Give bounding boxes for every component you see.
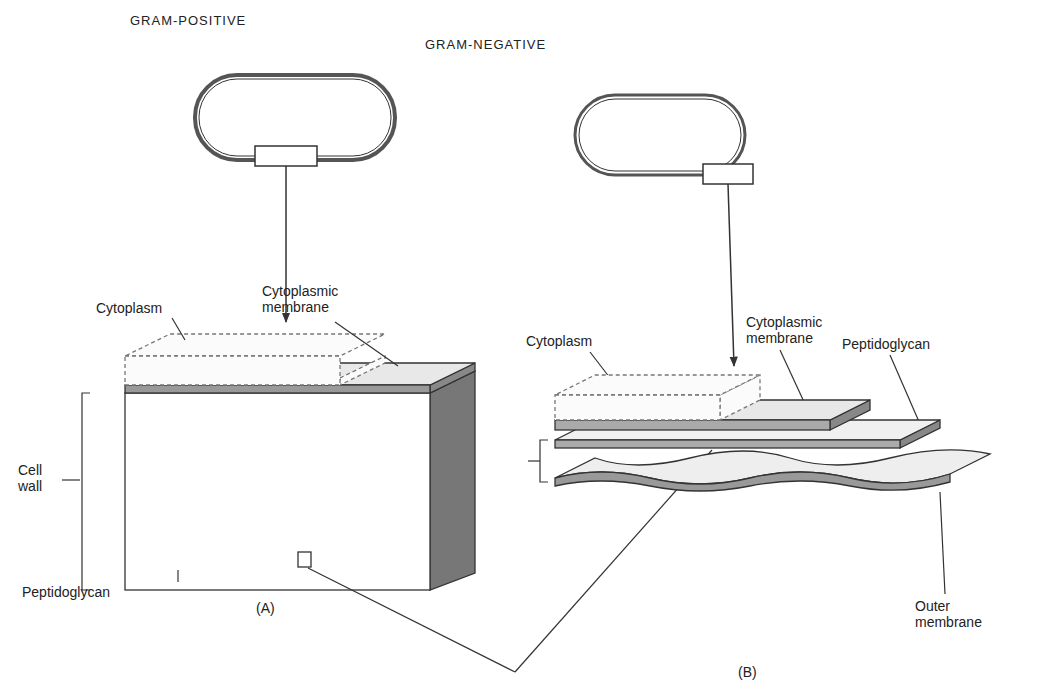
part-label: Outer membrane (915, 598, 1005, 630)
panel-letter: (B) (738, 664, 778, 680)
heading: GRAM-POSITIVE (130, 14, 300, 29)
part-label: Cytoplasmic membrane (262, 283, 372, 315)
part-label: Cytoplasm (96, 300, 206, 316)
part-label: Cytoplasmic membrane (746, 314, 856, 346)
part-label: Cell wall (18, 462, 62, 494)
heading: GRAM-NEGATIVE (425, 38, 595, 53)
part-label: Peptidoglycan (22, 584, 152, 600)
part-label: Peptidoglycan (842, 336, 972, 352)
part-label: Cytoplasm (526, 333, 626, 349)
panel-letter: (A) (256, 600, 296, 616)
